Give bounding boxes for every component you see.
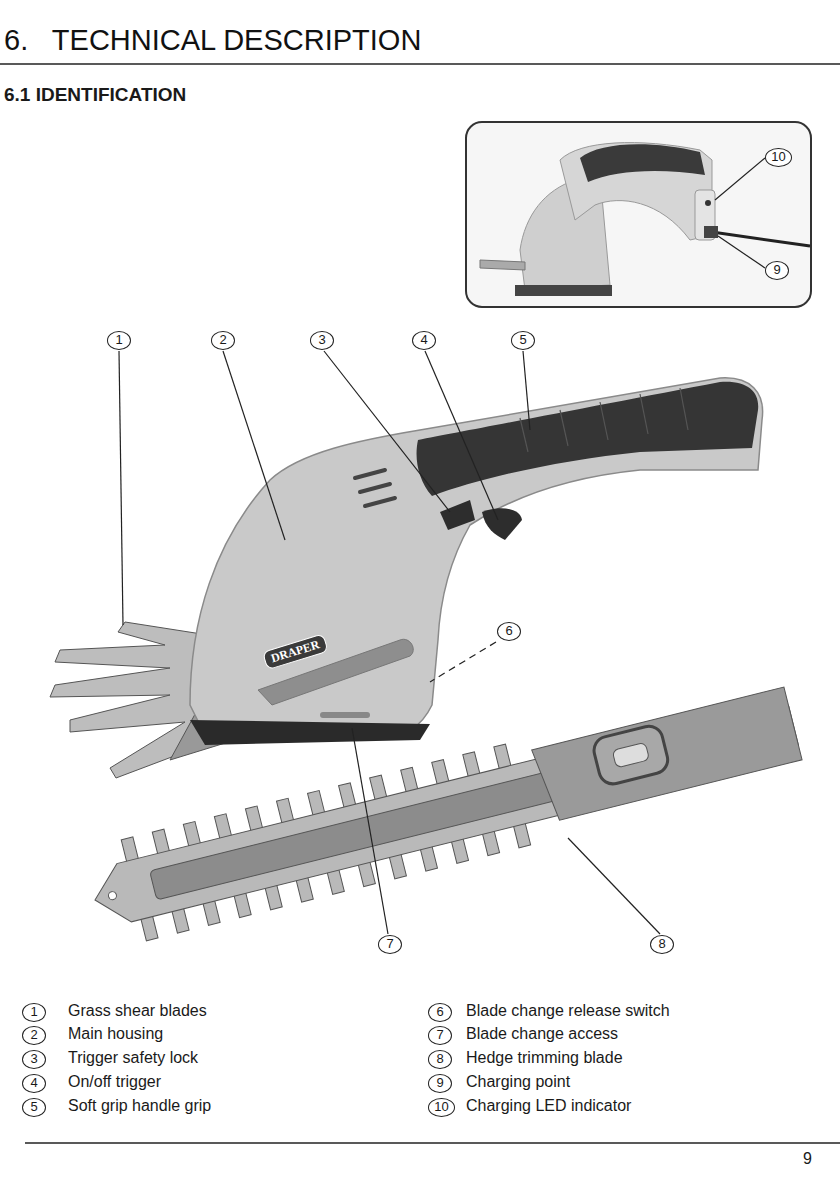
callout-number: 8 xyxy=(428,1050,452,1069)
brand-logo: DRAPER xyxy=(262,633,329,670)
callout-number: 6 xyxy=(428,1003,452,1022)
callout-number: 5 xyxy=(511,331,535,350)
part-name: Soft grip handle grip xyxy=(68,1097,211,1115)
tool-body xyxy=(190,378,763,745)
callout-number: 8 xyxy=(650,935,674,954)
rule xyxy=(0,63,840,65)
callout-number: 2 xyxy=(211,331,235,350)
callout-number: 2 xyxy=(22,1026,46,1045)
inset-photo xyxy=(466,122,811,307)
callout-number: 9 xyxy=(765,261,789,280)
page-number: 9 xyxy=(803,1150,812,1168)
part-name: Main housing xyxy=(68,1025,163,1043)
part-name: Blade change access xyxy=(466,1025,618,1043)
callout-number: 3 xyxy=(22,1050,46,1069)
part-name: Charging LED indicator xyxy=(466,1097,631,1115)
part-name: Grass shear blades xyxy=(68,1002,207,1020)
callout-number: 4 xyxy=(22,1074,46,1093)
part-name: Charging point xyxy=(466,1073,570,1091)
callout-number: 9 xyxy=(428,1074,452,1093)
rule xyxy=(25,1142,840,1144)
callout-number: 3 xyxy=(310,331,334,350)
part-name: Blade change release switch xyxy=(466,1002,670,1020)
callout-number: 10 xyxy=(428,1098,455,1117)
page-title: 6. TECHNICAL DESCRIPTION xyxy=(4,24,421,57)
section-heading: 6.1 IDENTIFICATION xyxy=(4,84,186,106)
part-name: Hedge trimming blade xyxy=(466,1049,623,1067)
callout-number: 4 xyxy=(412,331,436,350)
callout-number: 6 xyxy=(497,622,521,641)
callout-number: 1 xyxy=(22,1003,46,1022)
part-name: On/off trigger xyxy=(68,1073,161,1091)
leader-lines xyxy=(119,351,660,934)
callout-number: 10 xyxy=(765,148,792,167)
callout-number: 5 xyxy=(22,1098,46,1117)
callout-number: 7 xyxy=(378,935,402,954)
callout-number: 1 xyxy=(107,331,131,350)
part-name: Trigger safety lock xyxy=(68,1049,198,1067)
callout-number: 7 xyxy=(428,1026,452,1045)
